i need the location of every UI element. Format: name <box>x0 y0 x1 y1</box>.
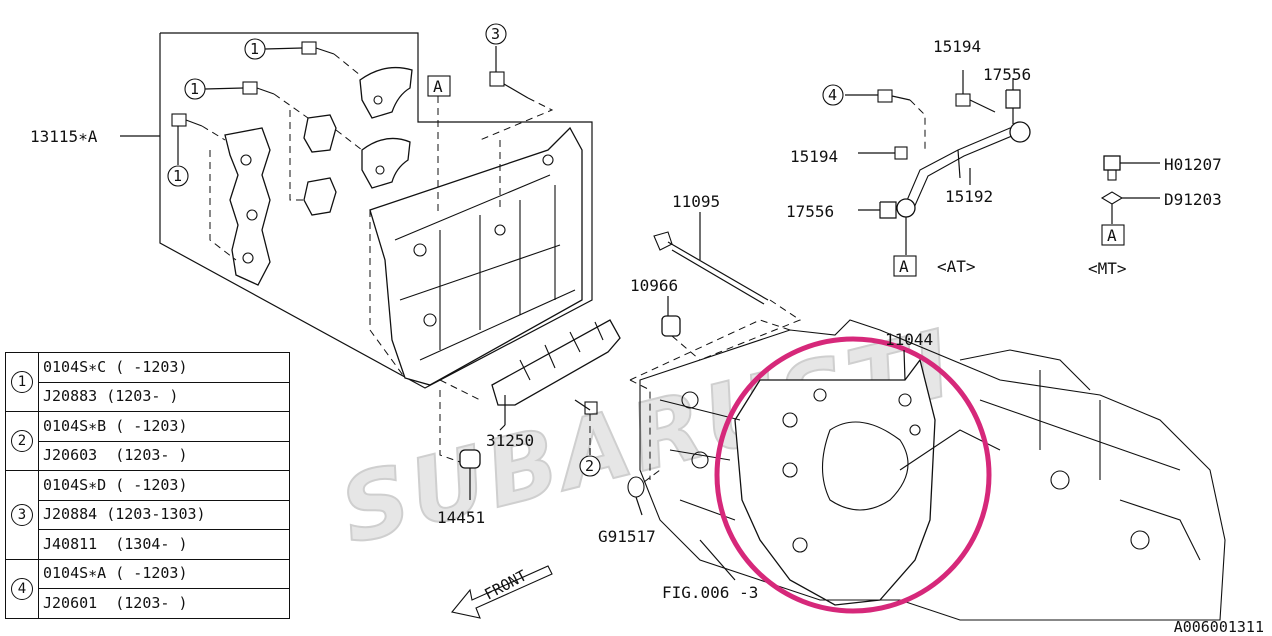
part-number-cell: J20883 (1203- ) <box>38 381 290 412</box>
label-d91203: D91203 <box>1164 190 1222 209</box>
table-row: 3 0104S∗D ( -1203) <box>5 470 290 560</box>
table-row: J40811 (1304- ) <box>6 529 290 560</box>
table-row: J20603 (1203- ) <box>6 440 290 471</box>
callout-3: 3 <box>485 23 507 45</box>
head-bolt-11095 <box>653 218 802 361</box>
head-gasket <box>734 358 936 606</box>
callout-1c: 1 <box>167 165 189 187</box>
callout-1-cell: 1 <box>5 352 39 412</box>
label-15194-mid: 15194 <box>790 147 838 166</box>
svg-text:4: 4 <box>828 86 837 104</box>
label-mt: <MT> <box>1088 259 1127 278</box>
callout-4: 4 <box>822 84 844 106</box>
label-17556-mid: 17556 <box>786 202 834 221</box>
box-a-top-label: A <box>433 77 443 96</box>
table-row: J20884 (1203-1303) <box>6 499 290 530</box>
callout-4-cell: 4 <box>5 558 39 619</box>
svg-text:1: 1 <box>190 80 199 98</box>
plug-14451 <box>439 390 481 500</box>
head-bolt-3 <box>479 46 554 141</box>
callout-1b: 1 <box>184 78 206 100</box>
svg-text:1: 1 <box>173 167 182 185</box>
part-number-cell: 0104S∗C ( -1203) <box>38 352 290 383</box>
box-a-at-label: A <box>899 257 909 276</box>
label-11095: 11095 <box>672 192 720 211</box>
svg-text:1: 1 <box>250 40 259 58</box>
part-number-cell: J20884 (1203-1303) <box>38 499 290 530</box>
callout-1a: 1 <box>244 38 266 60</box>
part-number-cell: 0104S∗A ( -1203) <box>38 558 290 589</box>
table-row: J20883 (1203- ) <box>6 381 290 412</box>
callout-3-cell: 3 <box>5 470 39 560</box>
part-number-cell: J40811 (1304- ) <box>38 529 290 560</box>
callout-2-cell: 2 <box>5 411 39 471</box>
label-15194-top: 15194 <box>933 37 981 56</box>
box-a-mt <box>1101 224 1125 246</box>
diagram-id: A006001311 <box>1173 618 1264 636</box>
label-at: <AT> <box>937 257 976 276</box>
dowel-10966 <box>661 296 701 361</box>
svg-text:FRONT: FRONT <box>481 566 529 603</box>
svg-text:2: 2 <box>585 457 594 475</box>
label-10966: 10966 <box>630 276 678 295</box>
table-row: 2 0104S∗B ( -1203) <box>5 411 290 471</box>
box-a-top <box>427 75 451 97</box>
fig-leader <box>699 539 736 581</box>
label-fig-006-3: FIG.006 -3 <box>662 583 758 602</box>
cylinder-head <box>369 126 583 386</box>
solenoid-31250 <box>439 319 621 448</box>
callout-2: 2 <box>579 455 601 477</box>
label-14451: 14451 <box>437 508 485 527</box>
engine-block <box>629 319 1226 621</box>
svg-text:3: 3 <box>491 25 500 43</box>
oil-pipe-15192 <box>845 70 1031 255</box>
front-arrow: FRONT <box>451 565 553 619</box>
table-row: 4 0104S∗A ( -1203) <box>5 558 290 619</box>
highlight-circle <box>714 336 992 614</box>
table-row: J20601 (1203- ) <box>6 588 290 619</box>
part-number-cell: J20601 (1203- ) <box>38 588 290 619</box>
label-31250: 31250 <box>486 431 534 450</box>
label-11044: 11044 <box>885 330 933 349</box>
box-a-at <box>893 255 917 277</box>
camshaft-cap-group <box>159 32 593 389</box>
part-number-cell: 0104S∗D ( -1203) <box>38 470 290 501</box>
oring-g91517 <box>627 469 661 516</box>
label-17556-top: 17556 <box>983 65 1031 84</box>
reference-table: 1 0104S∗C ( -1203) J20883 (1203- ) 2 010… <box>5 352 290 619</box>
mt-parts <box>1100 155 1160 224</box>
box-a-mt-label: A <box>1107 226 1117 245</box>
part-number-cell: J20603 (1203- ) <box>38 440 290 471</box>
label-13115a: 13115∗A <box>30 127 98 146</box>
label-h01207: H01207 <box>1164 155 1222 174</box>
table-row: 1 0104S∗C ( -1203) <box>5 352 290 412</box>
part-number-cell: 0104S∗B ( -1203) <box>38 411 290 442</box>
label-15192: 15192 <box>945 187 993 206</box>
label-g91517: G91517 <box>598 527 656 546</box>
